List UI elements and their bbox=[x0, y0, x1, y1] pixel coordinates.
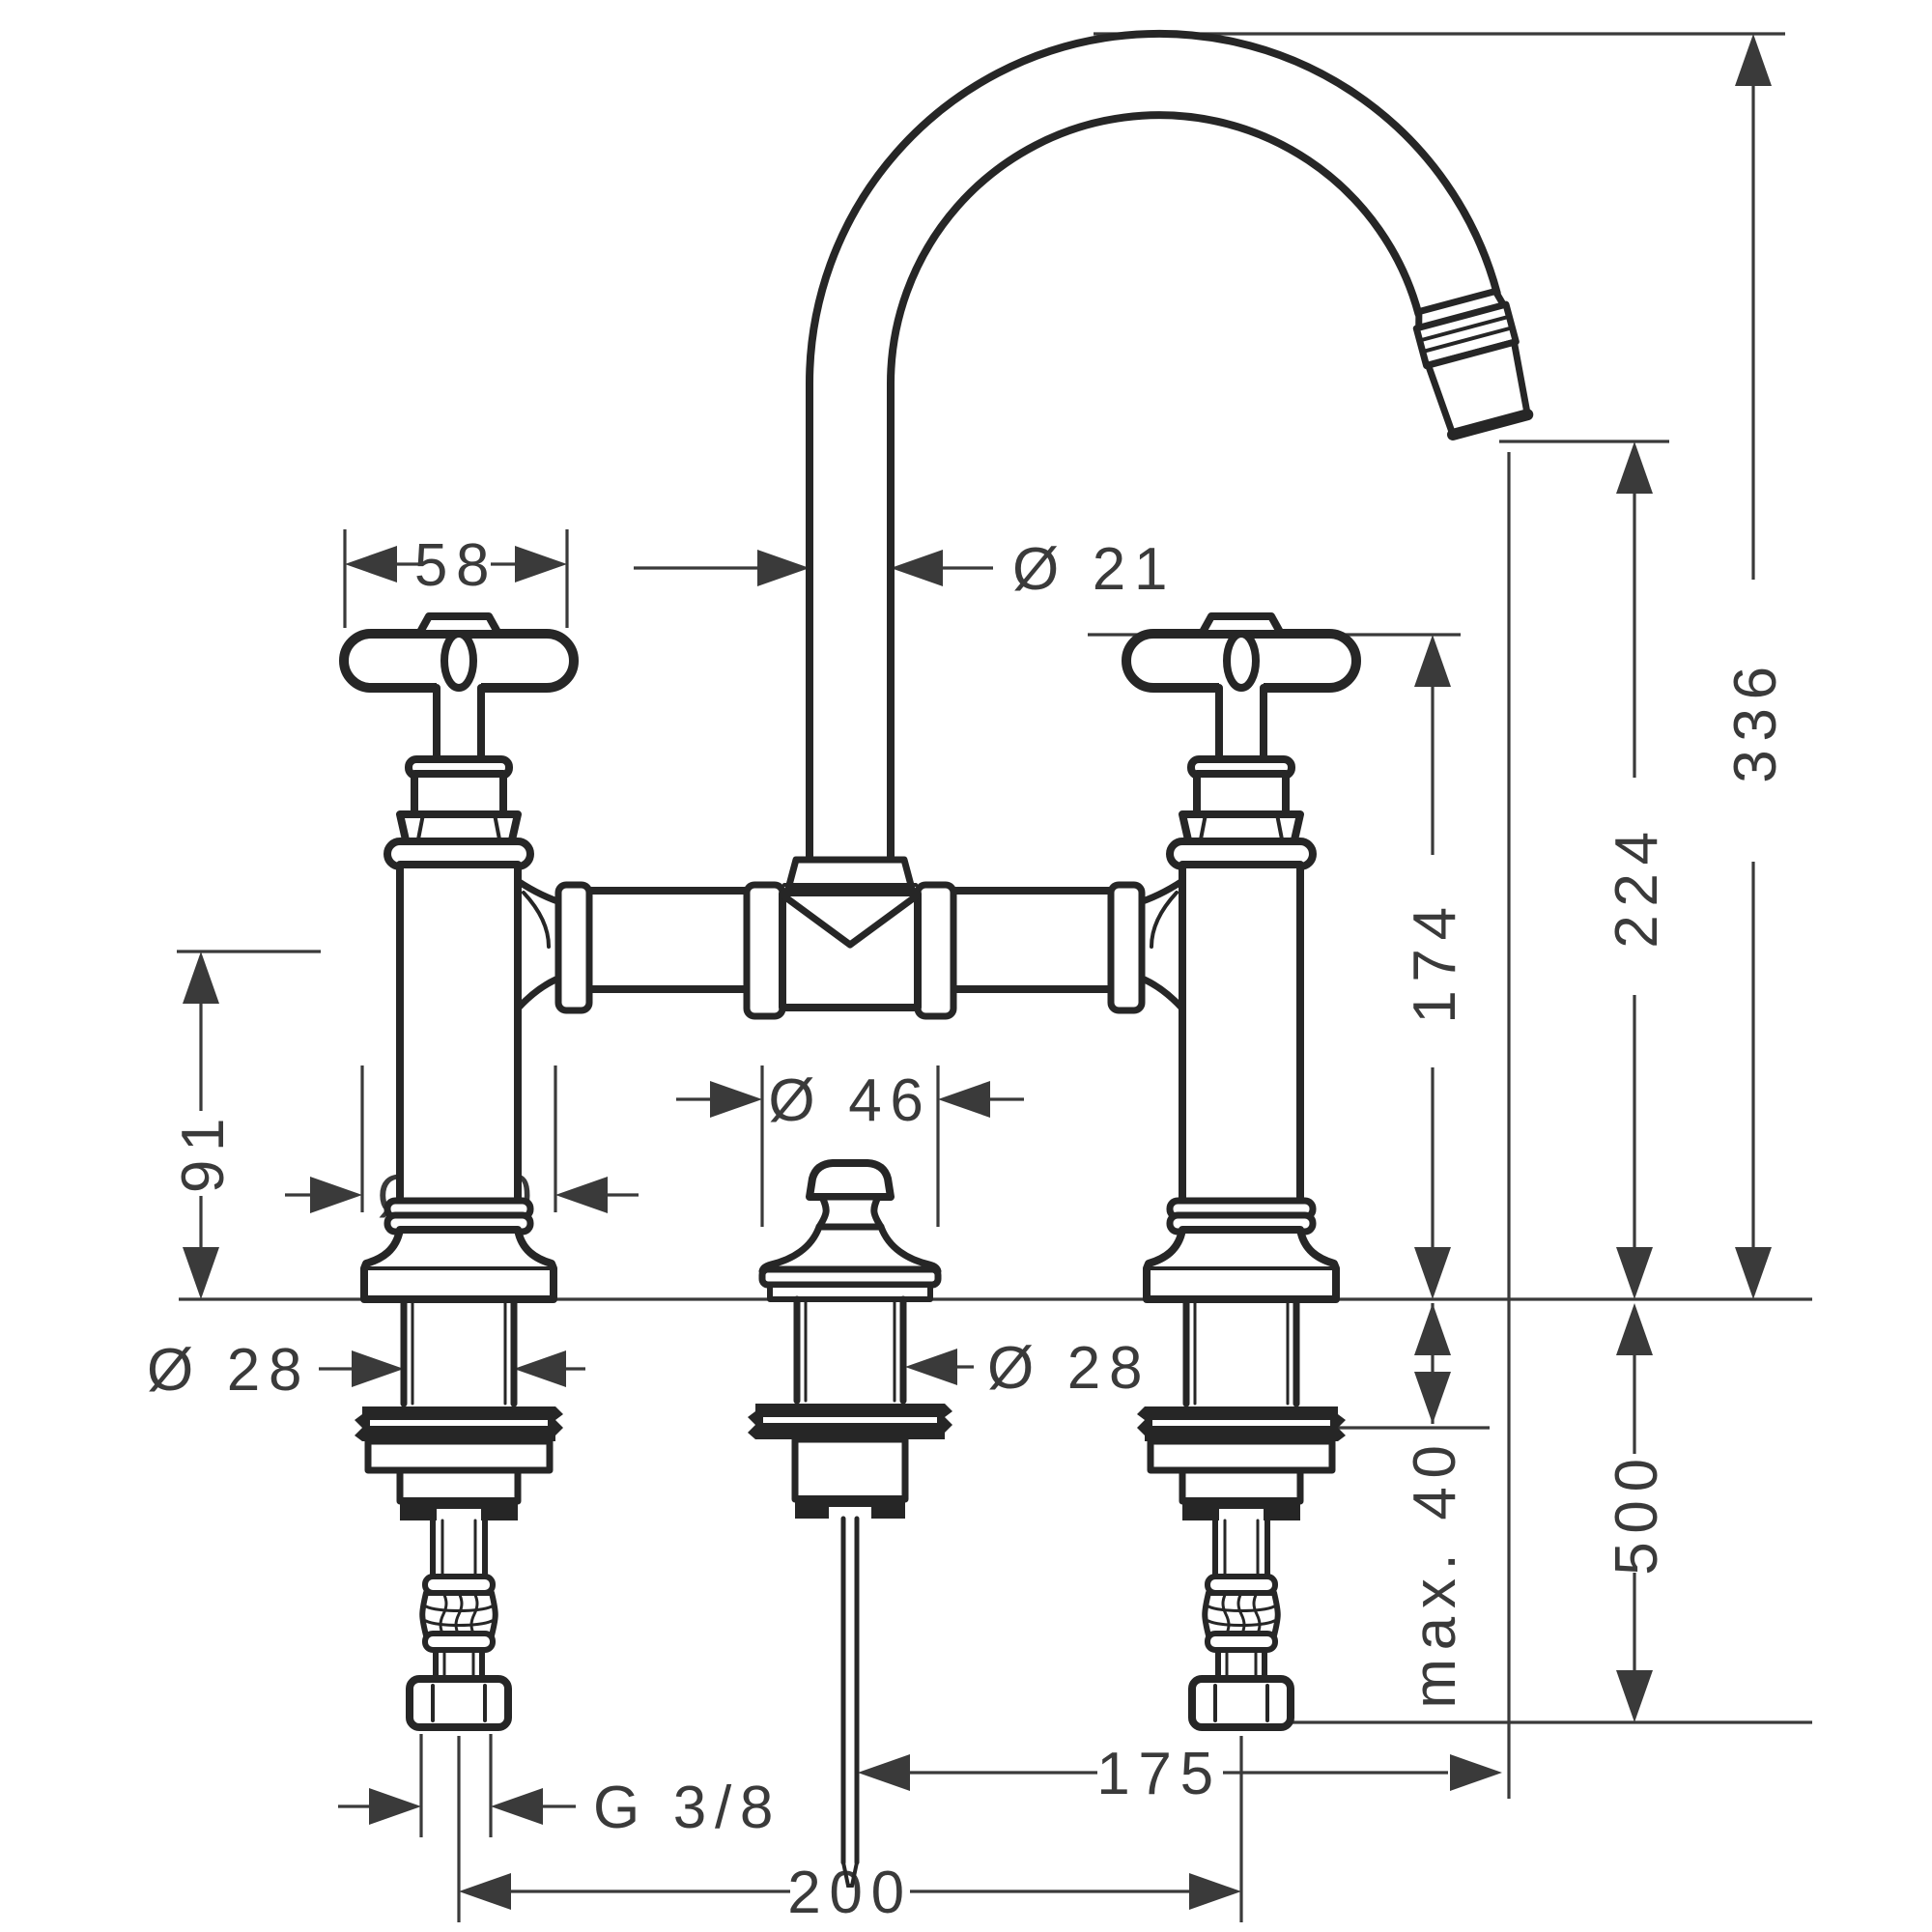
dim-spout-projection-label: 175 bbox=[1096, 1741, 1221, 1807]
popup-waste-knob bbox=[758, 1159, 942, 1302]
popup-rod bbox=[840, 1516, 860, 1865]
spout bbox=[806, 29, 1534, 873]
dim-handle-top-height-label: 174 bbox=[1402, 898, 1468, 1023]
dim-spout-pipe-diameter: Ø 21 bbox=[634, 536, 1176, 603]
dim-total-height-label: 336 bbox=[1722, 658, 1789, 782]
faucet bbox=[344, 29, 1534, 1888]
dim-drain-body-diameter-label: Ø 28 bbox=[987, 1335, 1151, 1402]
dim-hose-length: 500 bbox=[1604, 1303, 1670, 1722]
dim-supply-thread-label: G 3/8 bbox=[593, 1775, 781, 1841]
dim-handle-width-label: 58 bbox=[414, 532, 497, 599]
dim-drain-body-diameter: Ø 28 bbox=[905, 1335, 1151, 1402]
dim-shank-diameter-left-label: Ø 28 bbox=[147, 1337, 310, 1404]
spout-aerator bbox=[1412, 287, 1534, 440]
right-handle-column bbox=[1111, 616, 1356, 1727]
dim-handle-top-height: 174 bbox=[1402, 635, 1468, 1299]
dim-max-deck-thickness-label: max. 40 bbox=[1402, 1436, 1468, 1708]
dim-hose-length-label: 500 bbox=[1604, 1450, 1670, 1575]
dim-spout-projection: 175 bbox=[858, 1741, 1502, 1807]
dim-spout-outlet-height-label: 224 bbox=[1604, 823, 1670, 948]
bridge-pipe-right bbox=[945, 887, 1119, 993]
dim-body-height-label: 91 bbox=[170, 1110, 237, 1193]
dim-supply-thread: G 3/8 bbox=[338, 1734, 781, 1841]
dim-max-deck-thickness: max. 40 bbox=[1402, 1303, 1468, 1709]
dim-body-height: 91 bbox=[170, 952, 237, 1299]
dim-spout-outlet-height: 224 bbox=[1604, 441, 1670, 1299]
center-tee bbox=[743, 856, 957, 1020]
dimension-annotations: 58 Ø 21 336 224 174 bbox=[147, 32, 1812, 1926]
dim-waste-knob-diameter: Ø 46 bbox=[676, 1065, 1024, 1227]
dim-shank-diameter-left: Ø 28 bbox=[147, 1337, 585, 1404]
bridge-pipe-left bbox=[582, 887, 755, 993]
popup-drain-assembly bbox=[748, 1295, 952, 1888]
dim-total-height: 336 bbox=[1722, 34, 1789, 1299]
dim-hole-spacing: 200 bbox=[459, 1860, 1241, 1926]
dim-handle-width: 58 bbox=[343, 529, 569, 628]
dim-hole-spacing-label: 200 bbox=[787, 1860, 912, 1926]
dim-spout-pipe-diameter-label: Ø 21 bbox=[1012, 536, 1176, 603]
dim-waste-knob-diameter-label: Ø 46 bbox=[768, 1067, 931, 1134]
